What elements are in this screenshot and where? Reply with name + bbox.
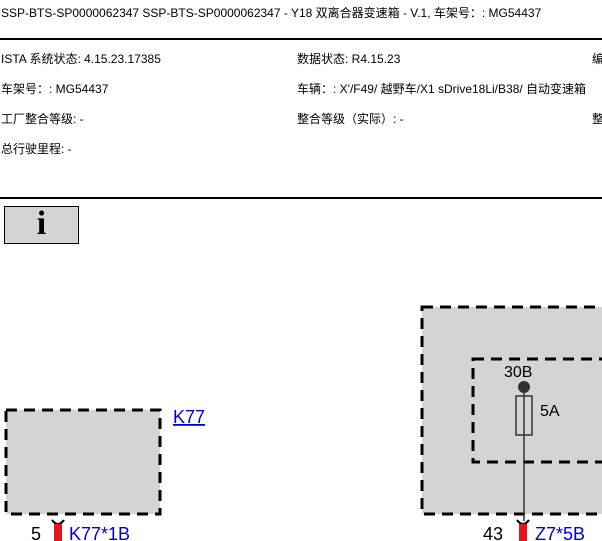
- k77-label-link[interactable]: K77: [173, 407, 205, 427]
- total-mileage: 总行驶里程: -: [1, 142, 72, 156]
- factory-integration-level: 工厂整合等级: -: [1, 112, 84, 126]
- fuse-rating: 5A: [540, 403, 560, 420]
- vin: 车架号：: MG54437: [1, 82, 109, 96]
- vehicle: 车辆：: X'/F49/ 越野车/X1 sDrive18Li/B38/ 自动变速…: [297, 82, 587, 96]
- header-divider: [0, 38, 602, 40]
- document-title: SSP-BTS-SP0000062347 SSP-BTS-SP000006234…: [1, 6, 542, 20]
- k77-component-box: [4, 408, 162, 516]
- fuse-terminal-label: 30B: [504, 364, 532, 381]
- z7-connector-link[interactable]: Z7*5B: [535, 524, 585, 541]
- ista-version: ISTA 系统状态: 4.15.23.17385: [1, 52, 161, 66]
- z7-pin-number: 43: [483, 524, 503, 541]
- data-status: 数据状态: R4.15.23: [297, 52, 401, 66]
- info-icon: i: [36, 205, 47, 242]
- meta-divider: [0, 197, 602, 199]
- fuse-box: [471, 357, 602, 464]
- info-button[interactable]: i: [4, 205, 79, 244]
- k77-connector-link[interactable]: K77*1B: [69, 524, 130, 541]
- meta-col3-row3: 整: [592, 112, 602, 126]
- actual-integration-level: 整合等级（实际）: -: [297, 112, 404, 126]
- meta-col3-row1: 编: [592, 52, 602, 66]
- k77-connector-icon: [51, 519, 65, 541]
- z7-connector-icon: [516, 519, 530, 541]
- k77-pin-number: 5: [31, 524, 41, 541]
